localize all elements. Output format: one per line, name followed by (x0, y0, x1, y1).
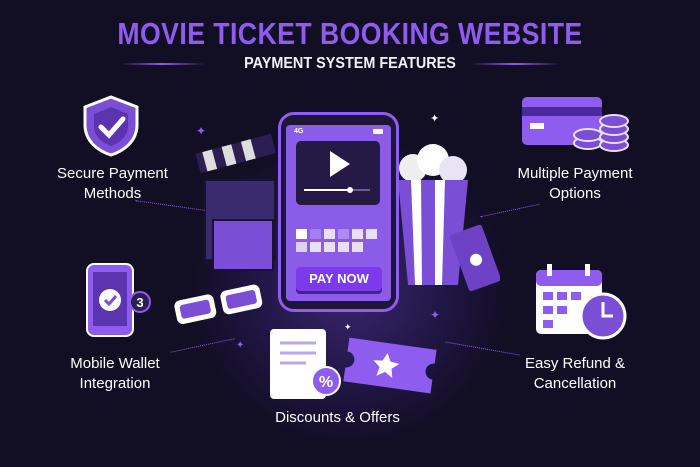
feature-label: Multiple Payment (517, 165, 633, 182)
feature-easy-refund: Easy Refund & Cancellation (500, 354, 650, 394)
signal-indicator: 4G (294, 128, 304, 135)
clapperboard-icon (195, 133, 277, 271)
feature-secure-payment: Secure Payment Methods (40, 164, 185, 204)
discount-ticket-icon: % (270, 329, 437, 399)
page-subtitle: PAYMENT SYSTEM FEATURES (244, 55, 456, 72)
video-player[interactable] (296, 141, 380, 205)
divider (120, 63, 205, 65)
battery-icon (373, 129, 383, 134)
pay-now-button[interactable]: PAY NOW (296, 267, 382, 291)
popcorn-icon (398, 144, 468, 285)
sparkle-icon: ✦ (344, 322, 352, 332)
shield-check-icon (83, 95, 139, 157)
divider (470, 63, 560, 65)
feature-label: Integration (79, 375, 151, 392)
calendar-clock-icon (536, 264, 627, 340)
feature-multiple-payment: Multiple Payment Options (500, 164, 650, 204)
feature-label: Options (549, 185, 601, 202)
mobile-wallet-icon: 3 (86, 263, 151, 337)
phone-screen: 4G PAY NOW (286, 125, 391, 301)
discount-badge: % (319, 374, 333, 391)
sparkle-icon: ✦ (430, 308, 441, 322)
phone-mockup: 4G PAY NOW (278, 112, 399, 312)
sparkle-icon: ✦ (236, 340, 245, 351)
sparkle-icon: ✦ (430, 113, 440, 125)
feature-label: Methods (83, 185, 142, 202)
feature-label: Mobile Wallet (70, 355, 160, 372)
feature-discounts: Discounts & Offers (275, 409, 400, 426)
feature-mobile-wallet: Mobile Wallet Integration (40, 354, 190, 394)
play-icon[interactable] (330, 151, 350, 177)
feature-label: Cancellation (533, 375, 617, 392)
feature-label: Easy Refund & (524, 355, 626, 372)
sparkle-icon: ✦ (196, 124, 207, 138)
feature-label: Secure Payment (57, 165, 168, 182)
ticket-icon (450, 224, 500, 292)
3d-glasses-icon (174, 284, 263, 324)
page-title: MOVIE TICKET BOOKING WEBSITE (117, 16, 583, 51)
wallet-badge: 3 (136, 295, 143, 310)
video-progress-bar[interactable] (304, 187, 370, 193)
credit-card-coins-icon (522, 97, 629, 152)
seat-grid[interactable] (296, 229, 380, 252)
